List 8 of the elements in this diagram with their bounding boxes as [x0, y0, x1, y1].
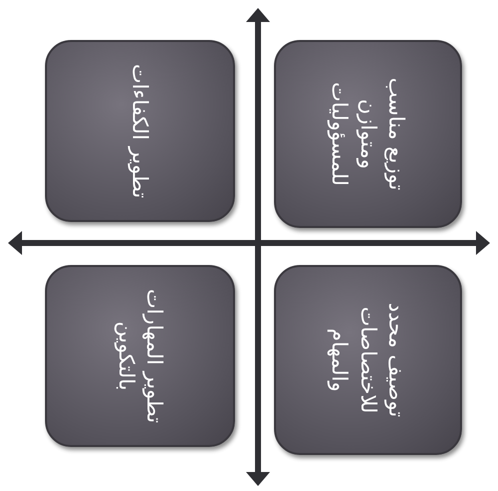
tile-label: توصيف محدد للاختصاصات والمهام	[326, 302, 410, 420]
tile-label: تطوير الكفاءات	[126, 62, 154, 200]
quadrant-tile	[274, 265, 462, 455]
quadrant-tile	[45, 40, 235, 222]
quadrant-tile	[274, 40, 462, 228]
quadrant-tile	[45, 265, 235, 447]
tile-label: توزيع مناسب ومتوازن للمسؤوليات	[326, 76, 410, 192]
tile-label: تطوير المهارات بالتكوين	[113, 288, 168, 426]
